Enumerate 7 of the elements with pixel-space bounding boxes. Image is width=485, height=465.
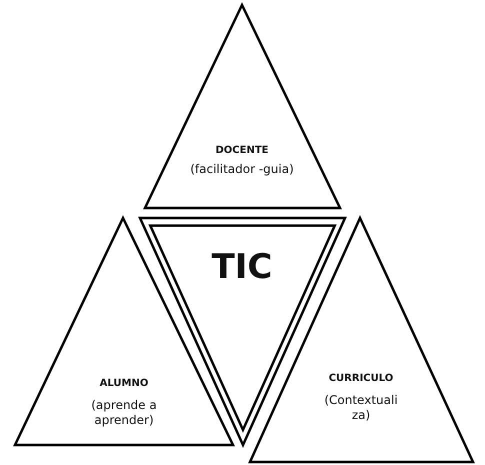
node-subtitle: (Contextuali za) bbox=[323, 393, 399, 423]
node-title: CURRICULO bbox=[328, 373, 394, 386]
node-subtitle: (aprende a aprender) bbox=[90, 398, 158, 428]
node-title: DOCENTE bbox=[214, 145, 270, 158]
node-title: ALUMNO bbox=[98, 378, 150, 390]
node-subtitle: (facilitador -guia) bbox=[189, 162, 295, 177]
node-title: TIC bbox=[210, 246, 274, 288]
